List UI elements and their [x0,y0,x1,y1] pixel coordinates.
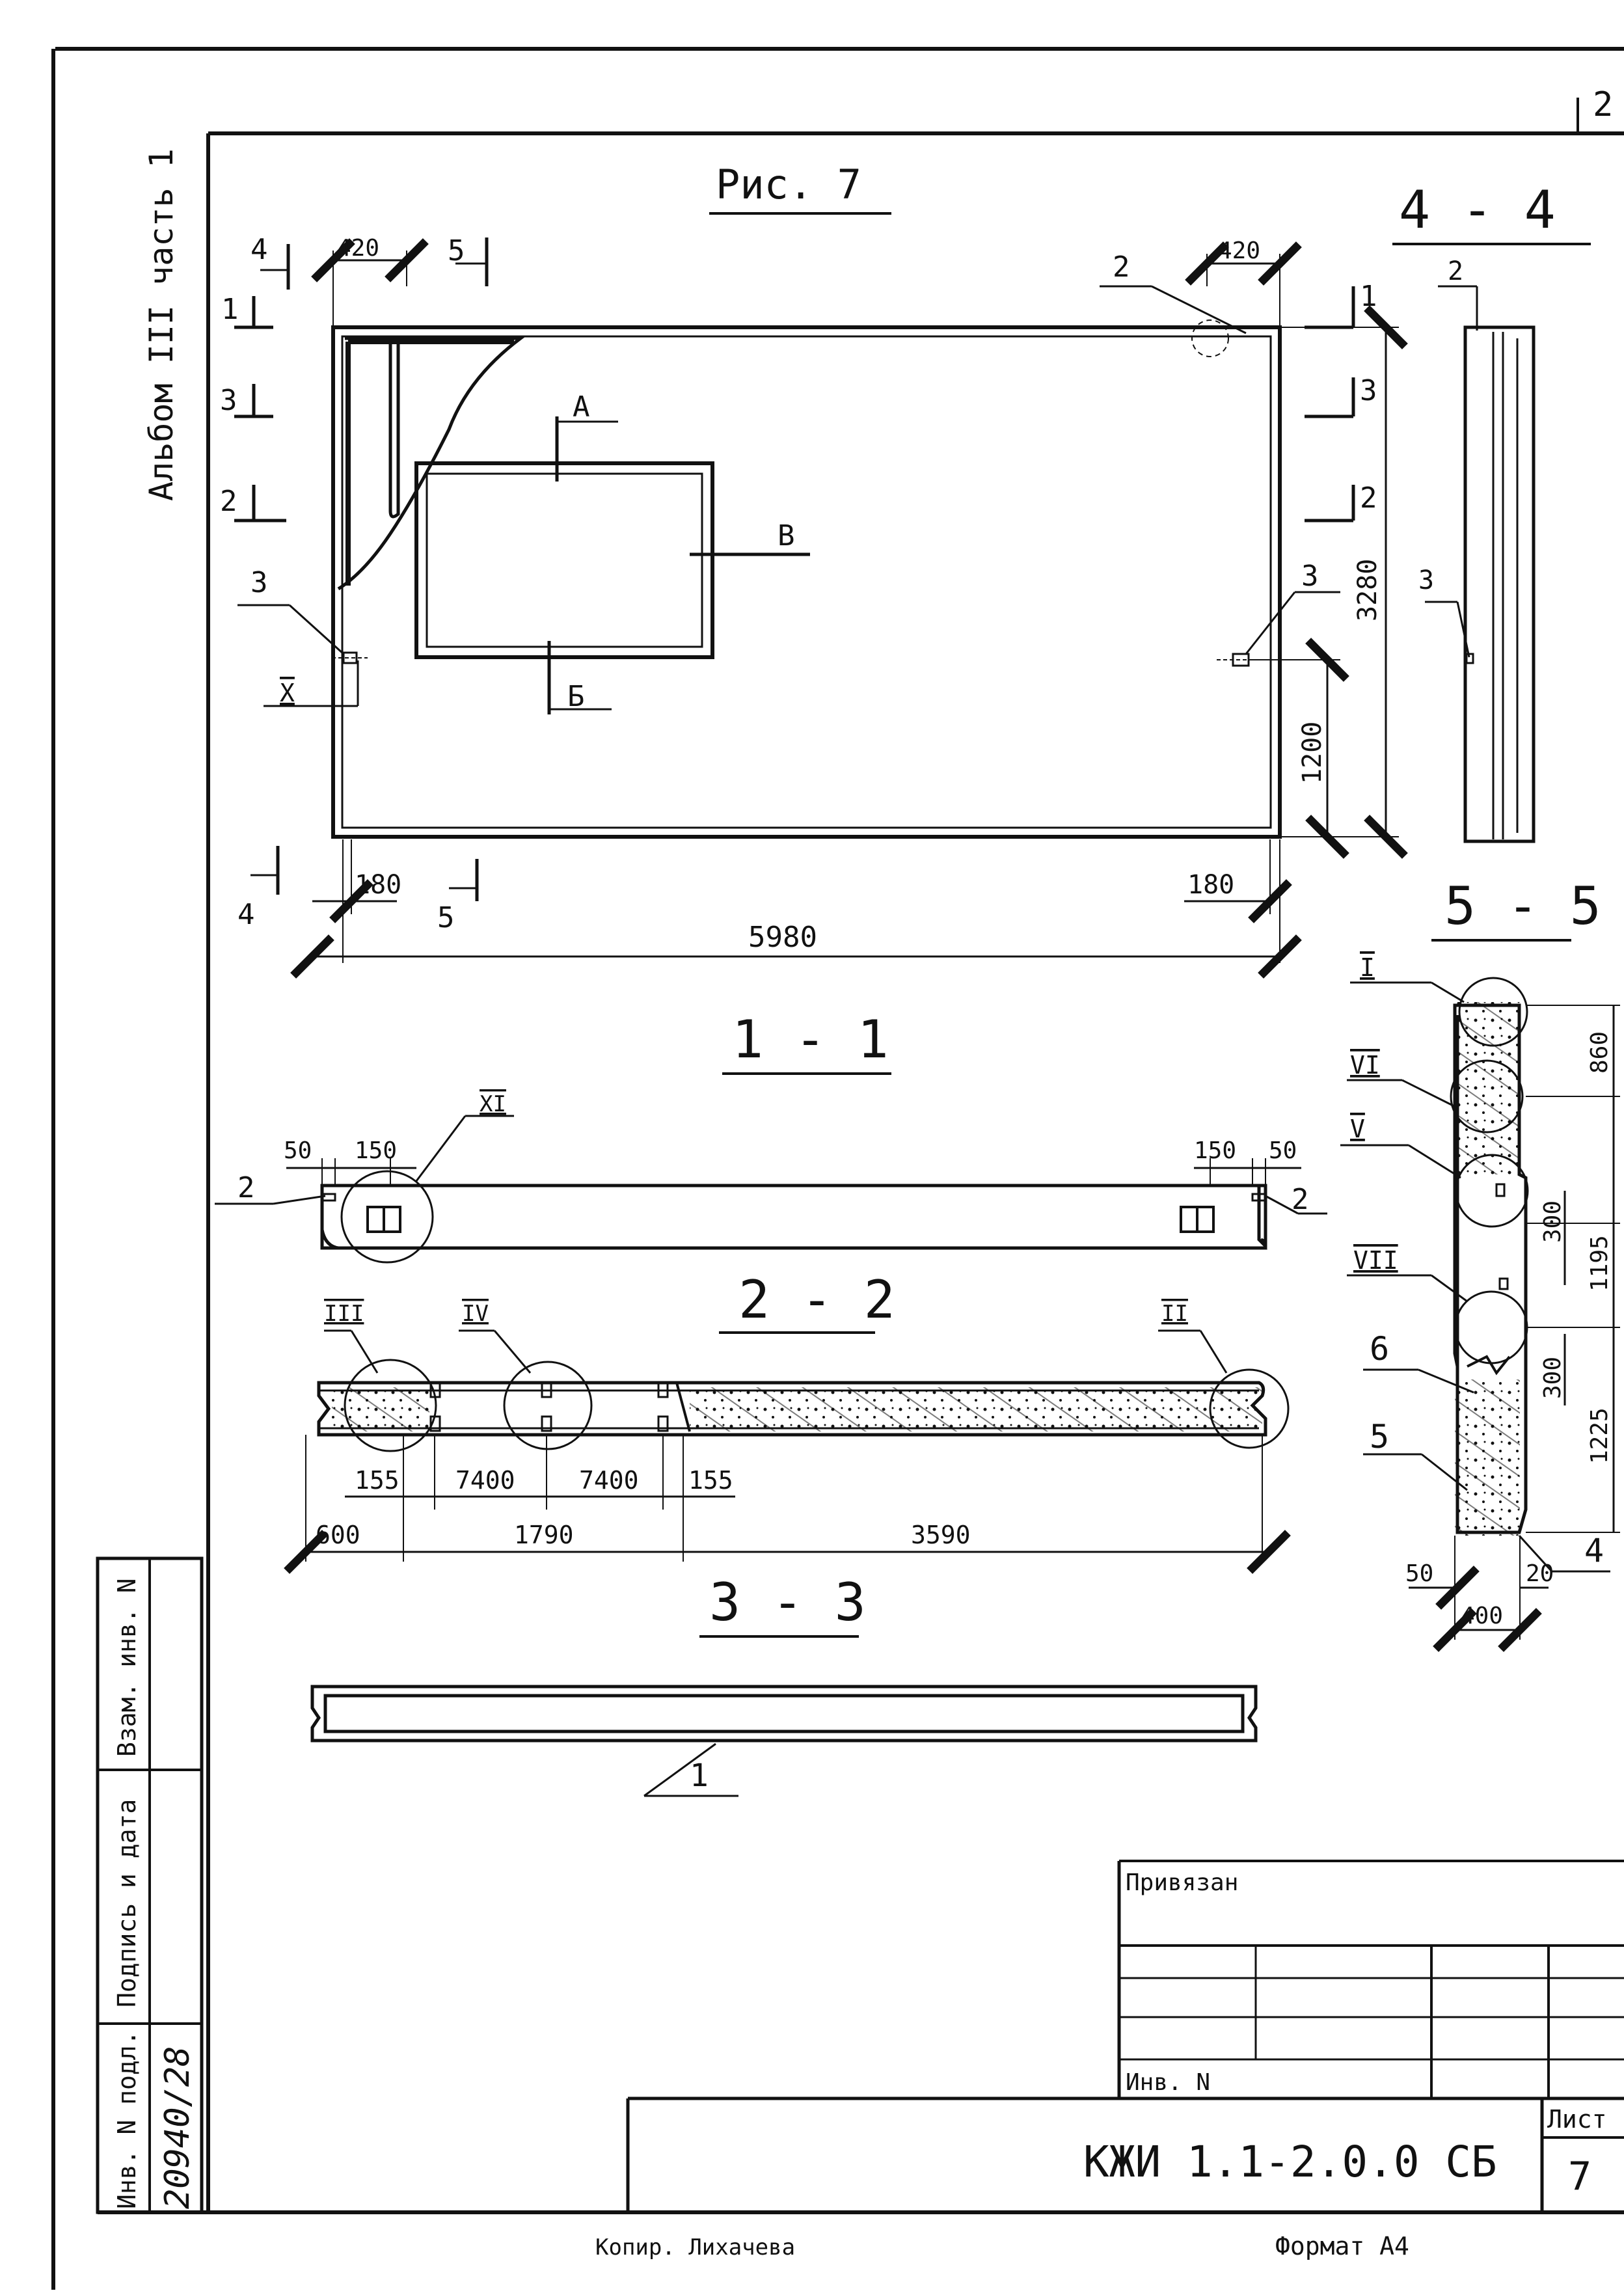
dim-300-lower: 300 [1539,1357,1566,1399]
side-stamp [96,1556,204,2214]
dim-1195: 1195 [1586,1235,1613,1292]
node-vi: VI [1350,1051,1380,1079]
sheet-frame [51,47,1624,2290]
dim-height: 3280 [1353,559,1383,621]
s11-dim-150-right: 150 [1194,1137,1236,1164]
album-label: Альбом III часть 1 [142,148,180,501]
s11-dim-50-left: 50 [284,1137,312,1164]
callout-3-right: 3 [1301,560,1319,593]
section-5-5-view [1340,977,1620,1652]
section-2-2-view [284,1329,1291,1574]
callout-2-top: 2 [1113,251,1130,284]
stamp-inv-podl: Инв. N подл. [113,2030,141,2209]
dim-total-width: 5980 [748,921,817,954]
marker-2-left: 2 [220,485,237,518]
footer-copied-by: Копир. Лихачева [595,2234,795,2260]
marker-3-right: 3 [1360,374,1377,407]
s33-callout-1: 1 [690,1757,709,1794]
callout-5: 5 [1370,1418,1389,1456]
dim-top-left: 420 [337,235,379,262]
node-v: V [1350,1115,1365,1143]
section-mark-b: Б [567,680,585,713]
section-1-1-title: 1 - 1 [732,1009,889,1070]
dim-lower-height: 1200 [1297,722,1327,784]
figure-title: Рис. 7 [716,161,861,208]
section-4-4-view [1425,285,1536,843]
s11-callout-2-right: 2 [1292,1183,1309,1216]
section-mark-a: А [573,390,590,424]
dim-50-55: 50 [1405,1560,1433,1587]
title-block [626,1860,1624,2212]
title-doc-code: КЖИ 1.1-2.0.0 СБ [1083,2137,1497,2187]
section-3-3-view [310,1685,1258,1797]
node-iv: IV [462,1301,489,1327]
elevation-view [237,238,1408,979]
dim-860: 860 [1586,1031,1613,1074]
section-3-3-title: 3 - 3 [709,1572,866,1633]
title-sheet-number: 7 [1568,2154,1591,2199]
marker-4-top: 4 [250,233,268,266]
s11-dim-50-right: 50 [1269,1137,1297,1164]
marker-2-right: 2 [1360,482,1377,515]
stamp-vzam-inv: Взам. инв. N [113,1578,141,1757]
node-ii: II [1161,1301,1188,1327]
node-i: I [1360,953,1375,982]
s22-dim-1790: 1790 [514,1521,574,1549]
title-sheet-label: Лист [1547,2105,1607,2134]
node-x: X [280,679,295,707]
dim-bottom-left: 180 [355,870,401,900]
callout-3-left: 3 [250,566,268,599]
section-mark-v: В [778,519,795,552]
s11-callout-2-left: 2 [237,1171,255,1204]
stamp-podpis-data: Подпись и дата [113,1799,141,2007]
marker-5-top: 5 [448,234,465,267]
marker-3-left: 3 [220,384,237,417]
section-4-4-title: 4 - 4 [1399,180,1556,240]
callout-4: 4 [1584,1532,1604,1569]
section-markers [234,237,1355,901]
title-inv-no-label: Инв. N [1126,2069,1210,2096]
dim-1225: 1225 [1586,1407,1613,1464]
s22-dim-7400-left: 7400 [455,1466,515,1495]
node-vii: VII [1353,1246,1398,1275]
node-xi: XI [480,1091,506,1117]
node-iii: III [324,1301,364,1327]
section-5-5-title: 5 - 5 [1444,876,1601,936]
marker-1-left: 1 [221,293,239,326]
marker-5-bottom: 5 [437,901,455,934]
s22-dim-7400-right: 7400 [579,1466,639,1495]
dim-300-upper: 300 [1539,1201,1566,1243]
stamp-handwritten-number: 20940/28 [158,2046,197,2209]
s22-dim-155-right: 155 [688,1466,733,1495]
dim-400-55: 400 [1461,1603,1503,1629]
title-linked-label: Привязан [1126,1869,1238,1896]
dim-bottom-right: 180 [1187,870,1234,900]
s11-dim-150-left: 150 [355,1137,397,1164]
section-4-4-callout-2: 2 [1448,256,1463,286]
marker-1-right: 1 [1360,280,1377,313]
footer-format: Формат А4 [1275,2232,1409,2260]
section-2-2-title: 2 - 2 [738,1269,895,1330]
marker-4-bottom: 4 [237,898,255,931]
dim-top-right: 420 [1218,237,1260,264]
callout-6: 6 [1370,1330,1389,1368]
s22-dim-3590: 3590 [911,1521,971,1549]
dim-20-55: 20 [1526,1560,1554,1587]
s22-dim-600: 600 [316,1521,360,1549]
s22-dim-155-left: 155 [355,1466,399,1495]
section-1-1-view [215,1115,1327,1264]
section-4-4-callout-3: 3 [1418,565,1434,595]
sheet-top-number: 2 [1593,85,1613,124]
